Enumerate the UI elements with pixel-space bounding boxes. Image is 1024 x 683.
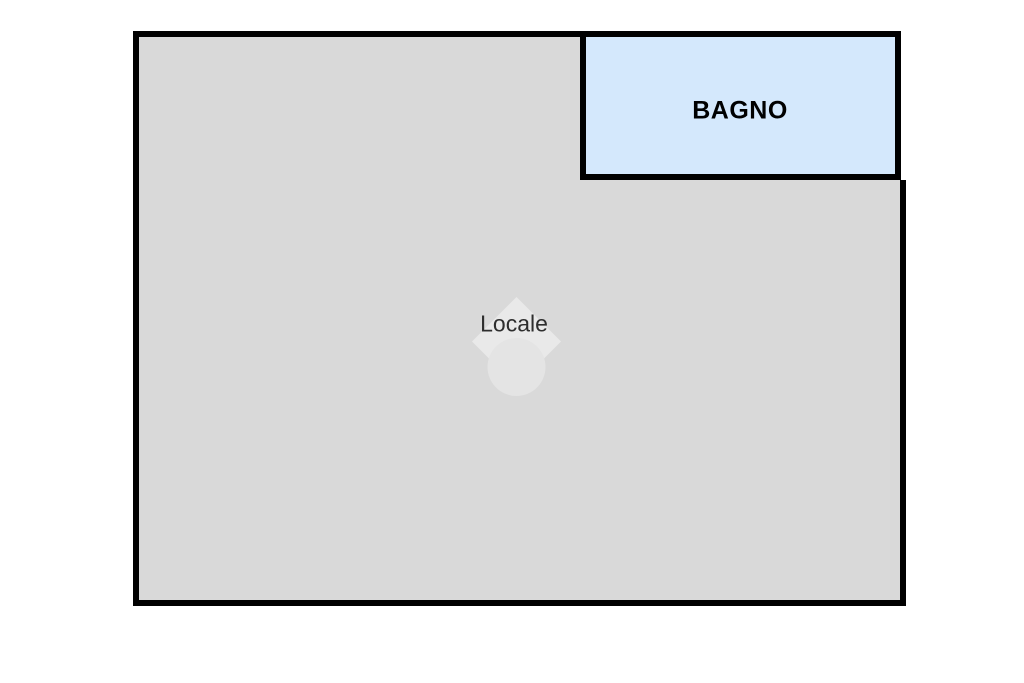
room-label-locale: Locale	[480, 310, 548, 337]
room-bagno[interactable]	[580, 31, 901, 180]
room-label-bagno: BAGNO	[692, 96, 788, 125]
